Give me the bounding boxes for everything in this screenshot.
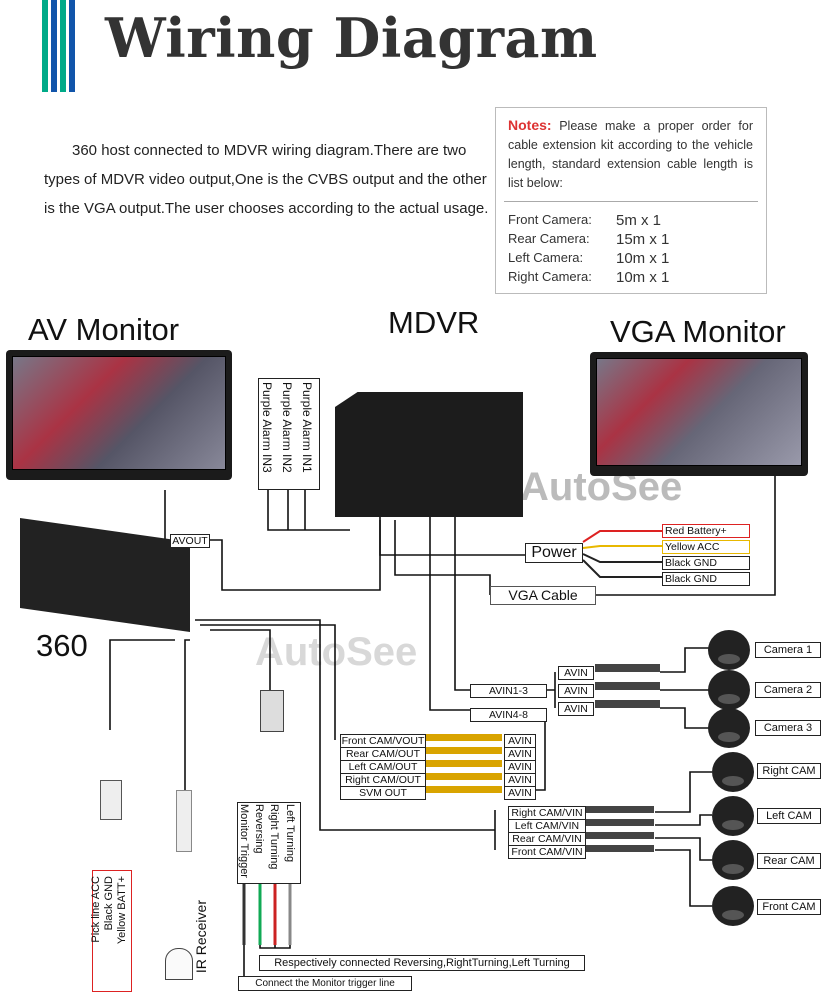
notes-row: Front Camera: 5m x 1 (508, 212, 661, 229)
cam-out-label: Right CAM/OUT (340, 773, 426, 787)
ir-receiver-label: IR Receiver (193, 900, 209, 974)
page-title: Wiring Diagram (105, 6, 598, 70)
cam-vin-label: Rear CAM/VIN (508, 832, 586, 846)
mdvr-heading: MDVR (388, 305, 480, 340)
camera-icon (712, 752, 754, 792)
avin48-label: AVIN4-8 (470, 708, 547, 722)
notes-row: Rear Camera: 15m x 1 (508, 231, 669, 248)
notes-row-value: 10m x 1 (616, 250, 670, 267)
connector-plugs (595, 664, 660, 714)
connector-plugs (586, 806, 654, 858)
camera-icon (708, 670, 750, 710)
cam-vin-label: Right CAM/VIN (508, 806, 586, 820)
camera-label: Left CAM (757, 808, 821, 824)
power-harness-label: Yellow BATT+ (116, 876, 128, 945)
color-bar (51, 0, 57, 92)
power-harness-label: Black GND (103, 876, 115, 931)
power-harness-label: Pick line ACC (90, 876, 102, 943)
notes-text: Notes: Please make a proper order for ca… (508, 116, 753, 193)
camera-label: Camera 1 (755, 642, 821, 658)
notes-box: Notes: Please make a proper order for ca… (495, 107, 767, 294)
vga-monitor-heading: VGA Monitor (610, 314, 786, 349)
trigger-connector (260, 690, 284, 732)
alarm-label: Purple Alarm IN1 (300, 382, 314, 473)
trigger-box (237, 802, 301, 884)
color-bar (60, 0, 66, 92)
avin-label: AVIN (504, 734, 536, 748)
camera-icon (708, 630, 750, 670)
trigger-wire-label: Left Turning (284, 804, 296, 863)
power-harness-box (92, 870, 132, 992)
notes-body: Please make a proper order for cable ext… (508, 119, 753, 190)
av-monitor-heading: AV Monitor (28, 312, 180, 347)
cam-out-label: SVM OUT (340, 786, 426, 800)
notes-row-name: Front Camera: (508, 212, 592, 227)
notes-row: Left Camera: 10m x 1 (508, 250, 669, 267)
intro-paragraph: 360 host connected to MDVR wiring diagra… (44, 142, 489, 217)
cam-vin-label: Front CAM/VIN (508, 845, 586, 859)
avin-label: AVIN (504, 773, 536, 787)
avin-label: AVIN (504, 747, 536, 761)
vga-monitor-screen (596, 358, 802, 466)
ir-cable (176, 790, 192, 852)
trigger-wire-label: Monitor Trigger (238, 804, 250, 878)
alarm-label: Purple Alarm IN2 (280, 382, 294, 473)
alarm-label: Purple Alarm IN3 (260, 382, 274, 473)
cam-out-label: Left CAM/OUT (340, 760, 426, 774)
notes-row: Right Camera: 10m x 1 (508, 269, 669, 286)
cam-out-label: Front CAM/VOUT (340, 734, 426, 748)
power-wire-label: Black GND (662, 572, 750, 586)
intro-text: 360 host connected to MDVR wiring diagra… (44, 136, 494, 223)
camera-icon (712, 796, 754, 836)
color-bar (69, 0, 75, 92)
trigger-wire-label: Right Turning (268, 804, 280, 870)
avin-label: AVIN (504, 760, 536, 774)
power-wire-label: Red Battery+ (662, 524, 750, 538)
trigger-note: Respectively connected Reversing,RightTu… (259, 955, 585, 971)
watermark: AutoSee (255, 630, 418, 674)
notes-divider (504, 201, 758, 202)
avin13-label: AVIN1-3 (470, 684, 547, 698)
ir-receiver-icon (165, 948, 193, 980)
notes-row-value: 15m x 1 (616, 231, 670, 248)
camera-icon (712, 886, 754, 926)
avin-label: AVIN (558, 666, 594, 680)
notes-row-value: 5m x 1 (616, 212, 662, 229)
power-label: Power (525, 543, 583, 563)
monitor-trigger-note: Connect the Monitor trigger line (238, 976, 412, 991)
vga-monitor (590, 352, 808, 476)
avout-label: AVOUT (170, 534, 210, 548)
avin-label: AVIN (558, 702, 594, 716)
connector-plugs (426, 734, 502, 798)
notes-row-name: Left Camera: (508, 250, 584, 265)
notes-row-value: 10m x 1 (616, 269, 670, 286)
avin-label: AVIN (558, 684, 594, 698)
trigger-wire-label: Reversing (253, 804, 265, 854)
notes-row-name: Rear Camera: (508, 231, 590, 246)
camera-label: Rear CAM (757, 853, 821, 869)
power-wire-label: Black GND (662, 556, 750, 570)
power-wire-label: Yellow ACC (662, 540, 750, 554)
host-heading: 360 (36, 628, 88, 663)
av-monitor (6, 350, 232, 480)
camera-icon (712, 840, 754, 880)
camera-label: Camera 3 (755, 720, 821, 736)
avin-label: AVIN (504, 786, 536, 800)
notes-row-name: Right Camera: (508, 269, 592, 284)
vga-cable-label: VGA Cable (490, 586, 596, 605)
camera-label: Right CAM (757, 763, 821, 779)
alarm-box (258, 378, 320, 490)
cam-vin-label: Left CAM/VIN (508, 819, 586, 833)
notes-label: Notes: (508, 117, 552, 133)
camera-label: Camera 2 (755, 682, 821, 698)
mdvr-device (335, 392, 523, 517)
av-monitor-screen (12, 356, 226, 470)
harness-connector (100, 780, 122, 820)
camera-label: Front CAM (757, 899, 821, 915)
camera-icon (708, 708, 750, 748)
cam-out-label: Rear CAM/OUT (340, 747, 426, 761)
color-bar (42, 0, 48, 92)
